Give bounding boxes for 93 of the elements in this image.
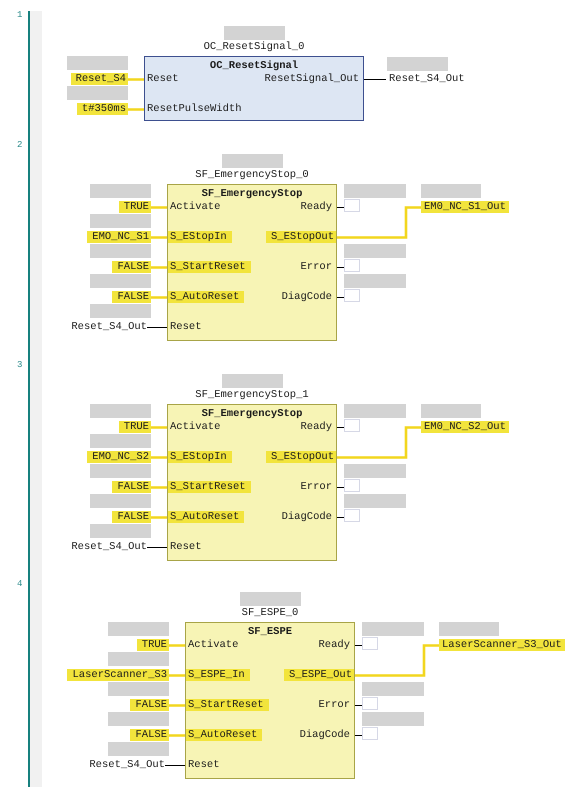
connector-line xyxy=(151,516,168,519)
instance-name: OC_ResetSignal_0 xyxy=(204,41,304,53)
pin-name: S_AutoReset xyxy=(168,511,244,523)
output-field xyxy=(344,479,360,492)
input-value: FALSE xyxy=(112,481,151,493)
block-type-name: OC_ResetSignal xyxy=(210,60,298,72)
instance-name: SF_EmergencyStop_1 xyxy=(195,389,309,401)
block-type-name: SF_EmergencyStop xyxy=(202,408,302,420)
network-number: 4 xyxy=(17,578,22,590)
connector-line xyxy=(146,327,168,328)
network-number: 1 xyxy=(17,9,22,21)
block-type-name: SF_EmergencyStop xyxy=(202,188,302,200)
output-field xyxy=(344,199,360,212)
pin-name: DiagCode xyxy=(296,729,354,741)
pin-name: DiagCode xyxy=(278,511,336,523)
input-value: TRUE xyxy=(136,639,169,651)
input-value: t#350ms xyxy=(76,102,128,114)
input-value: TRUE xyxy=(118,421,151,433)
pin-name: S_StartReset xyxy=(168,261,251,273)
output-variable: Reset_S4_Out xyxy=(386,72,468,84)
connector-line xyxy=(169,644,186,647)
connector-line xyxy=(128,78,145,81)
output-field xyxy=(344,509,360,522)
connector-line xyxy=(151,426,168,429)
connector-line xyxy=(169,674,186,677)
connector-line xyxy=(336,426,421,459)
connector-line xyxy=(151,486,168,489)
input-value: TRUE xyxy=(118,201,151,213)
pin-name: Reset xyxy=(186,759,223,771)
pin-name: Error xyxy=(315,699,354,711)
input-value: Reset_S4_Out xyxy=(71,321,147,333)
input-value: FALSE xyxy=(112,261,151,273)
pin-name: Error xyxy=(297,481,336,493)
connector-line xyxy=(354,644,439,677)
pin-name: S_EStopIn xyxy=(168,451,232,463)
connector-line xyxy=(151,236,168,239)
output-variable: LaserScanner_S3_Out xyxy=(439,639,565,651)
connector-line xyxy=(151,296,168,299)
input-value: EMO_NC_S1 xyxy=(87,231,151,243)
input-value: FALSE xyxy=(130,699,169,711)
pin-name: DiagCode xyxy=(278,291,336,303)
connector-line xyxy=(164,765,186,766)
network-number: 3 xyxy=(17,359,22,371)
input-value: Reset_S4 xyxy=(70,72,128,84)
input-value: FALSE xyxy=(112,291,151,303)
pin-name: S_AutoReset xyxy=(168,291,244,303)
output-field xyxy=(362,637,378,650)
pin-name: Ready xyxy=(315,639,354,651)
pin-name: ResetPulseWidth xyxy=(145,102,245,114)
pin-name: S_EStopOut xyxy=(266,231,336,243)
pin-name: Reset xyxy=(168,541,205,553)
output-field xyxy=(362,697,378,710)
connector-line xyxy=(128,108,145,111)
connector-line xyxy=(362,79,386,80)
output-variable: EM0_NC_S1_Out xyxy=(421,201,509,213)
connector-line xyxy=(151,206,168,209)
pin-name: S_StartReset xyxy=(186,699,269,711)
pin-name: Error xyxy=(297,261,336,273)
pin-name: S_ESPE_Out xyxy=(284,669,354,681)
network-number: 2 xyxy=(17,139,22,151)
input-value: Reset_S4_Out xyxy=(71,541,147,553)
input-value: Reset_S4_Out xyxy=(89,759,165,771)
input-value: FALSE xyxy=(112,511,151,523)
connector-line xyxy=(151,266,168,269)
pin-name: Reset xyxy=(168,321,205,333)
instance-name: SF_ESPE_0 xyxy=(242,607,298,619)
pin-name: ResetSignal_Out xyxy=(261,72,363,84)
input-value: FALSE xyxy=(130,729,169,741)
input-value: EMO_NC_S2 xyxy=(87,451,151,463)
connector-line xyxy=(169,734,186,737)
connector-line xyxy=(146,547,168,548)
input-value: LaserScanner_S3 xyxy=(67,669,169,681)
pin-name: Activate xyxy=(168,201,224,213)
pin-name: Activate xyxy=(168,421,224,433)
block-type-name: SF_ESPE xyxy=(248,626,292,638)
output-field xyxy=(344,259,360,272)
output-field xyxy=(344,289,360,302)
pin-name: S_EStopIn xyxy=(168,231,232,243)
connector-line xyxy=(336,206,421,239)
pin-name: S_EStopOut xyxy=(266,451,336,463)
pin-name: Activate xyxy=(186,639,242,651)
pin-name: Ready xyxy=(297,201,336,213)
output-field xyxy=(362,727,378,740)
pin-name: S_AutoReset xyxy=(186,729,262,741)
instance-name: SF_EmergencyStop_0 xyxy=(195,169,309,181)
pin-name: Reset xyxy=(145,72,182,84)
output-field xyxy=(344,419,360,432)
connector-line xyxy=(151,456,168,459)
connector-line xyxy=(169,704,186,707)
pin-name: S_StartReset xyxy=(168,481,251,493)
pin-name: S_ESPE_In xyxy=(186,669,250,681)
output-variable: EM0_NC_S2_Out xyxy=(421,421,509,433)
pin-name: Ready xyxy=(297,421,336,433)
